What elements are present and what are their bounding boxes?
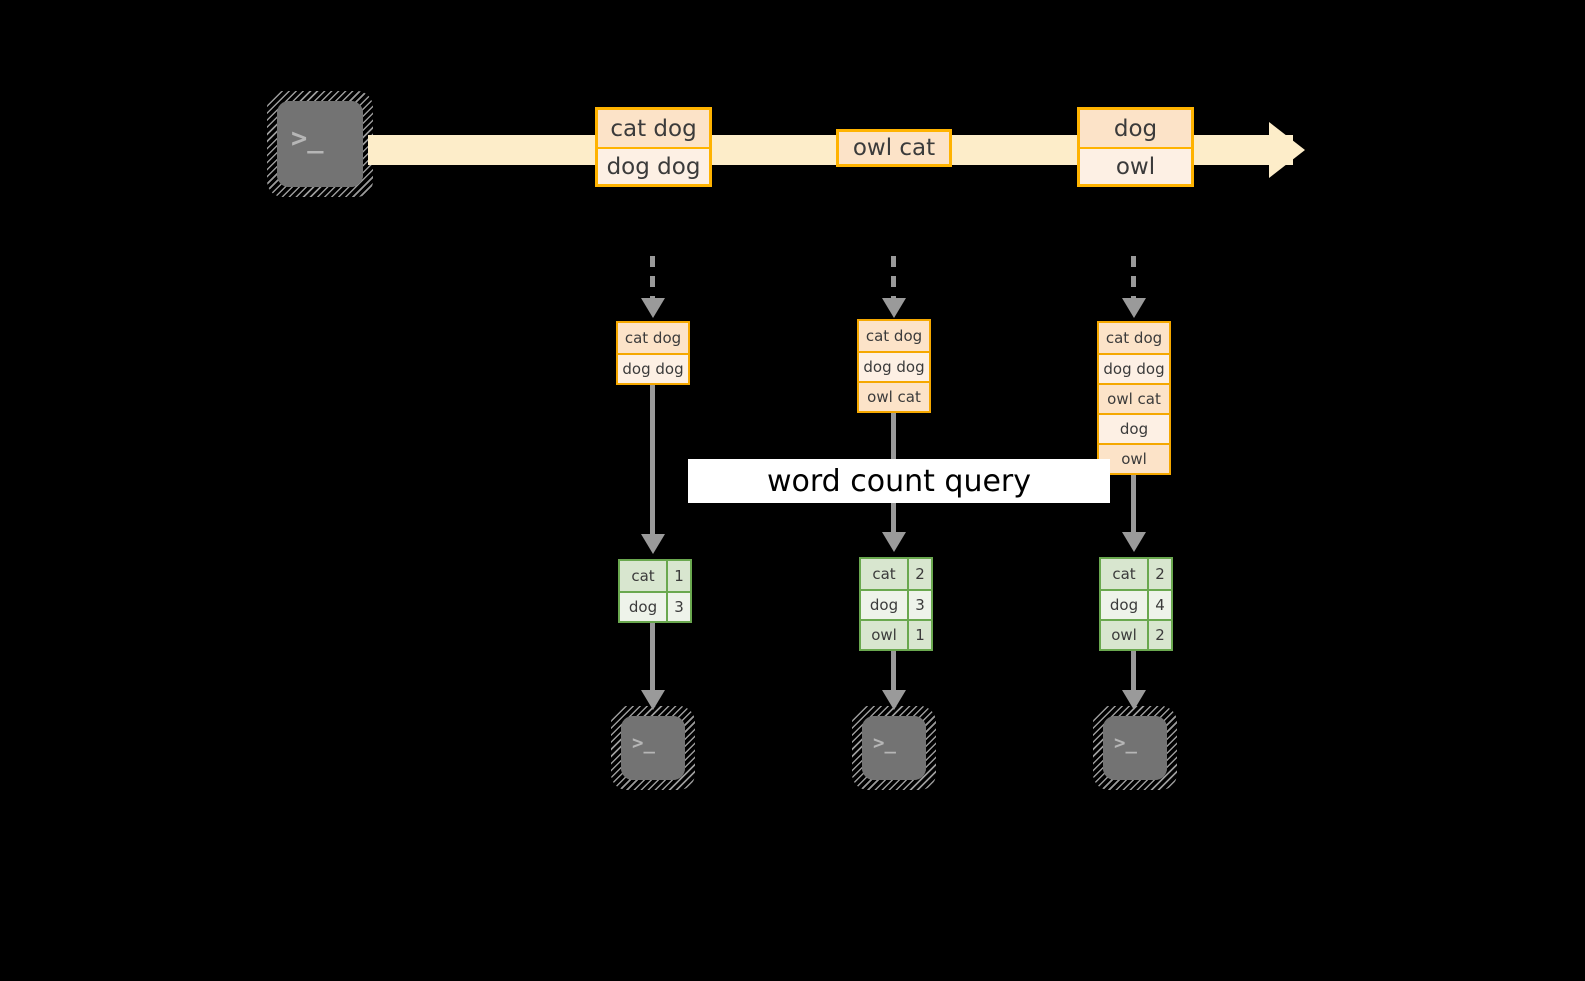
accumulated-message-line: owl cat (1099, 383, 1169, 413)
stream-message-line: owl cat (839, 132, 949, 164)
result-word: cat (620, 561, 666, 591)
stream-tap-arrowhead-col1 (641, 298, 665, 318)
source-terminal-icon[interactable]: >_ (267, 91, 373, 197)
stream-tap-line-col1 (650, 256, 655, 301)
terminal-face (1103, 716, 1167, 780)
terminal-prompt-glyph: >_ (291, 123, 324, 154)
result-table-col1[interactable]: cat 1 dog 3 (618, 559, 692, 623)
result-table-col3[interactable]: cat 2 dog 4 owl 2 (1099, 557, 1173, 651)
result-word: dog (620, 593, 666, 621)
result-row: dog 4 (1101, 589, 1171, 619)
terminal-prompt-glyph: >_ (873, 732, 896, 754)
stream-message-line: cat dog (598, 110, 709, 147)
result-word: cat (861, 559, 907, 589)
accumulated-message-line: cat dog (1099, 323, 1169, 353)
query-flow-arrowhead-col3 (1122, 532, 1146, 552)
accumulated-message-line: dog (1099, 413, 1169, 443)
sink-terminal-col3[interactable]: >_ (1093, 706, 1177, 790)
result-count: 1 (907, 621, 931, 649)
query-flow-line-col1 (650, 381, 655, 536)
result-row: cat 2 (1101, 559, 1171, 589)
result-output-line-col1 (650, 619, 655, 692)
accumulated-message-line: owl cat (859, 381, 929, 411)
result-row: owl 2 (1101, 619, 1171, 649)
result-output-line-col2 (891, 649, 896, 692)
accumulated-message-line: dog dog (1099, 353, 1169, 383)
stream-message-2[interactable]: owl cat (836, 129, 952, 167)
accumulated-messages-col1[interactable]: cat dog dog dog (616, 321, 690, 385)
result-row: owl 1 (861, 619, 931, 649)
terminal-prompt-glyph: >_ (632, 732, 655, 754)
stream-message-line: dog dog (598, 147, 709, 184)
result-count: 2 (1147, 559, 1171, 589)
result-table-col2[interactable]: cat 2 dog 3 owl 1 (859, 557, 933, 651)
query-flow-line-col3 (1131, 475, 1136, 534)
result-word: dog (861, 591, 907, 619)
accumulated-message-line: cat dog (618, 323, 688, 353)
stream-tap-arrowhead-col2 (882, 298, 906, 318)
stream-tap-line-col2 (891, 256, 896, 301)
result-output-arrowhead-col1 (641, 690, 665, 710)
result-count: 4 (1147, 591, 1171, 619)
result-word: dog (1101, 591, 1147, 619)
result-row: dog 3 (620, 591, 690, 621)
result-word: cat (1101, 559, 1147, 589)
result-word: owl (1101, 621, 1147, 649)
result-row: dog 3 (861, 589, 931, 619)
result-count: 3 (907, 591, 931, 619)
accumulated-message-line: dog dog (859, 351, 929, 381)
query-label-text: word count query (766, 463, 1032, 499)
terminal-face (277, 101, 363, 187)
sink-terminal-col1[interactable]: >_ (611, 706, 695, 790)
stream-message-line: dog (1080, 110, 1191, 147)
query-label: word count query (688, 459, 1110, 503)
result-output-line-col3 (1131, 649, 1136, 692)
result-count: 3 (666, 593, 690, 621)
terminal-face (621, 716, 685, 780)
stream-message-3[interactable]: dog owl (1077, 107, 1194, 187)
query-flow-arrowhead-col1 (641, 534, 665, 554)
accumulated-message-line: dog dog (618, 353, 688, 383)
result-count: 2 (907, 559, 931, 589)
stream-tap-line-col3 (1131, 256, 1136, 301)
result-count: 2 (1147, 621, 1171, 649)
result-output-arrowhead-col3 (1122, 690, 1146, 710)
result-count: 1 (666, 561, 690, 591)
stream-message-line: owl (1080, 147, 1191, 184)
accumulated-messages-col2[interactable]: cat dog dog dog owl cat (857, 319, 931, 413)
result-row: cat 2 (861, 559, 931, 589)
stream-tap-arrowhead-col3 (1122, 298, 1146, 318)
stream-arrow-head (1269, 122, 1305, 178)
result-output-arrowhead-col2 (882, 690, 906, 710)
accumulated-message-line: owl (1099, 443, 1169, 473)
sink-terminal-col2[interactable]: >_ (852, 706, 936, 790)
terminal-face (862, 716, 926, 780)
accumulated-messages-col3[interactable]: cat dog dog dog owl cat dog owl (1097, 321, 1171, 475)
stream-message-1[interactable]: cat dog dog dog (595, 107, 712, 187)
result-word: owl (861, 621, 907, 649)
result-row: cat 1 (620, 561, 690, 591)
accumulated-message-line: cat dog (859, 321, 929, 351)
terminal-prompt-glyph: >_ (1114, 732, 1137, 754)
query-flow-arrowhead-col2 (882, 532, 906, 552)
